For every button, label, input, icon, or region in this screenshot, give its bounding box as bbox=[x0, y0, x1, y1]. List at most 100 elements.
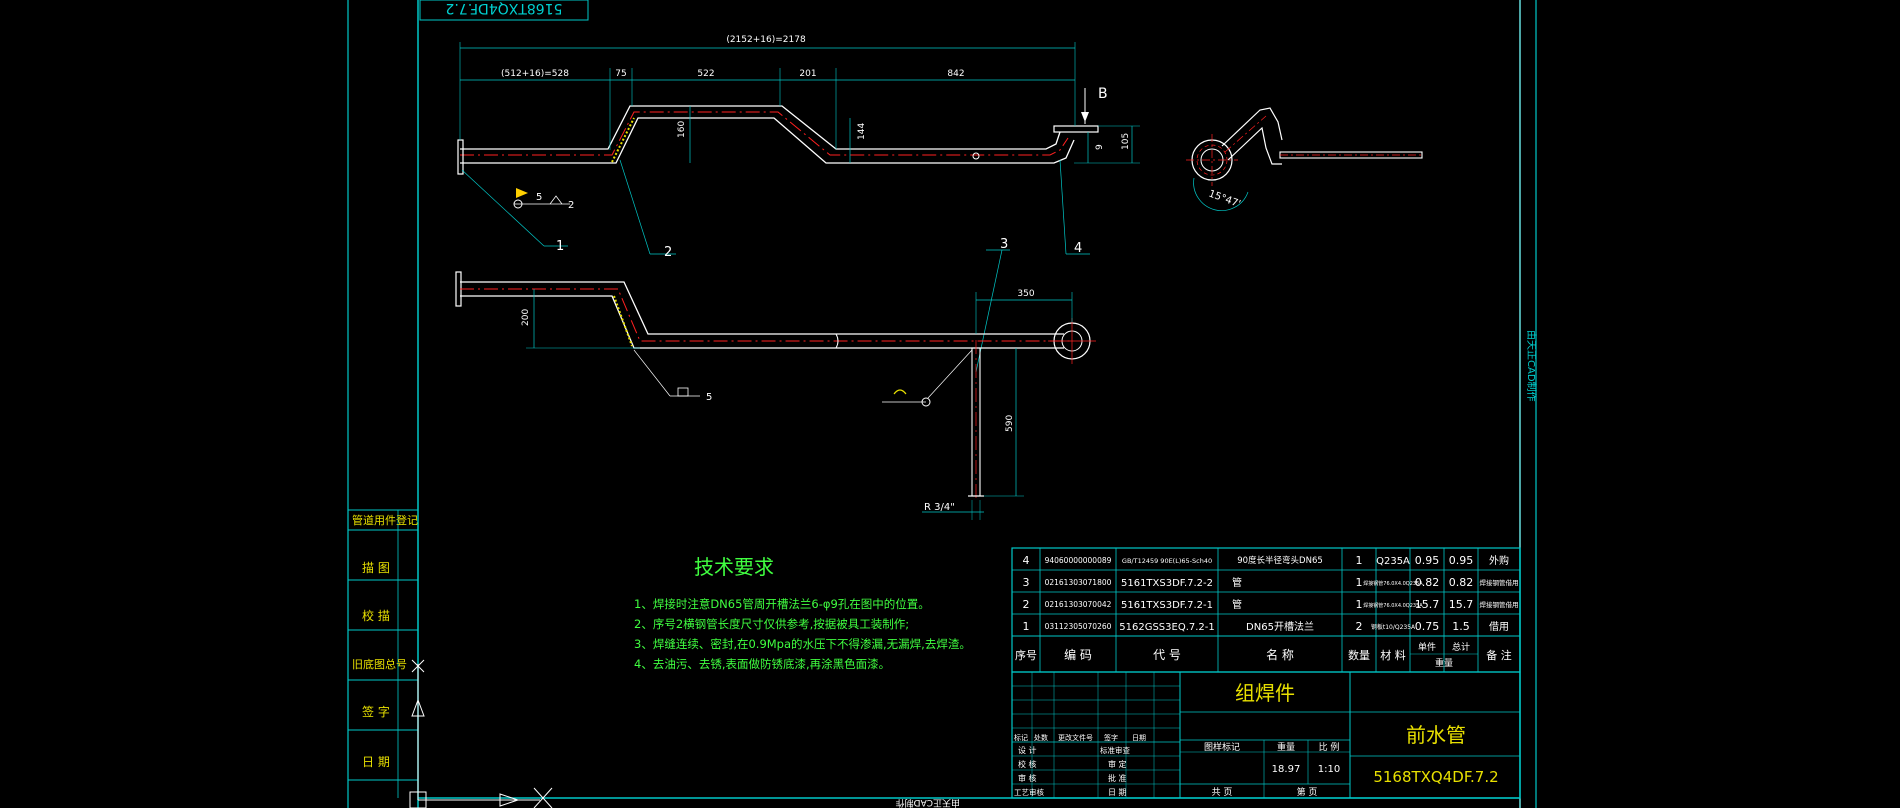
bom-row3-mat: 焊接钢管76.0X4.0Q235A bbox=[1363, 580, 1423, 587]
bom-row2-no: 2 bbox=[1023, 598, 1030, 611]
weld-size-top: 5 bbox=[536, 192, 542, 203]
tech-requirements: 技术要求 1、焊接时注意DN65管周开槽法兰6-φ9孔在图中的位置。 2、序号2… bbox=[634, 555, 971, 671]
scale-value: 1:10 bbox=[1318, 764, 1340, 775]
sign-label-0: 标记 bbox=[1014, 733, 1028, 742]
dim-a: (512+16)=528 bbox=[501, 69, 569, 79]
tech-line-2: 2、序号2横钢管长度尺寸仅供参考,按据被具工装制作; bbox=[634, 617, 909, 631]
assembly-name: 组焊件 bbox=[1235, 681, 1295, 705]
bom-row4-code: 94060000000089 bbox=[1045, 556, 1112, 565]
bom-row1-qty: 2 bbox=[1356, 620, 1363, 633]
ucs-icon bbox=[409, 659, 553, 808]
sheets-total: 共 页 bbox=[1212, 787, 1233, 798]
sign-label-2: 更改文件号 bbox=[1058, 733, 1093, 742]
bom-row2-std: 5161TXS3DF.7.2-1 bbox=[1121, 600, 1213, 611]
left-label-0: 管道用件登记 bbox=[352, 513, 418, 527]
bom-row4-qty: 1 bbox=[1356, 554, 1363, 567]
bom-h-total: 总计 bbox=[1452, 641, 1470, 653]
tech-heading: 技术要求 bbox=[694, 555, 774, 579]
bom-row3-qty: 1 bbox=[1356, 576, 1363, 589]
bom-row4-total: 0.95 bbox=[1449, 554, 1474, 567]
part-name: 前水管 bbox=[1406, 723, 1466, 747]
bom-row2-total: 15.7 bbox=[1449, 598, 1474, 611]
title-tag-text: 5168TXQ4DF.7.2 bbox=[446, 0, 563, 16]
bom-row3-std: 5161TXS3DF.7.2-2 bbox=[1121, 578, 1213, 589]
bom-row1-unit: 0.75 bbox=[1415, 620, 1440, 633]
stage-mark-label: 图样标记 bbox=[1204, 741, 1240, 753]
left-column: 管道用件登记 描 图 校 描 旧底图总号 签 字 日 期 bbox=[348, 509, 553, 808]
bom-row1-std: 5162GSS3EQ.7.2-1 bbox=[1119, 622, 1215, 633]
bom-row3-unit: 0.82 bbox=[1415, 576, 1440, 589]
left-label-4: 签 字 bbox=[362, 704, 390, 719]
bom-row1-note: 借用 bbox=[1489, 621, 1509, 633]
tech-line-3: 3、焊缝连续、密封,在0.9Mpa的水压下不得渗漏,无漏焊,去焊渣。 bbox=[634, 637, 971, 651]
thread-label: R 3/4" bbox=[924, 502, 955, 513]
bom-row4-std: GB/T12459 90E(L)65-Sch40 bbox=[1122, 557, 1212, 565]
dim-350: 350 bbox=[1017, 289, 1034, 299]
bom-h-weight: 重量 bbox=[1435, 657, 1453, 669]
weight-value: 18.97 bbox=[1272, 764, 1301, 775]
role2-0: 标准审查 bbox=[1100, 745, 1130, 755]
bom-row2-note: 焊接钢管借用 bbox=[1480, 600, 1519, 609]
dim-200: 200 bbox=[521, 309, 531, 326]
bom-row2-name: 管 bbox=[1232, 598, 1242, 611]
dim-b: 75 bbox=[615, 69, 626, 79]
callout-3: 3 bbox=[1000, 237, 1008, 252]
title-tag-box: 5168TXQ4DF.7.2 bbox=[419, 0, 589, 21]
left-label-1: 描 图 bbox=[362, 561, 390, 575]
weld-symbol-right-icon bbox=[882, 349, 973, 407]
bom-row4-note: 外购 bbox=[1489, 554, 1509, 567]
bom-row3-code: 02161303071800 bbox=[1045, 578, 1112, 587]
bom-row4-no: 4 bbox=[1023, 554, 1030, 567]
dim-e: 842 bbox=[947, 69, 964, 79]
bom-h-note: 备 注 bbox=[1486, 648, 1512, 662]
dim-rise2: 144 bbox=[857, 123, 867, 140]
title-block: 标记 处数 更改文件号 签字 日期 设 计 校 核 审 核 工艺审核 标准审查 … bbox=[1011, 671, 1521, 799]
bom-h-code: 编 码 bbox=[1064, 647, 1092, 662]
role2-1: 审 定 bbox=[1108, 759, 1127, 769]
side-note: 由天正CAD制作 bbox=[1525, 330, 1538, 402]
angle-label: 15°47' bbox=[1207, 188, 1242, 210]
front-view: (2152+16)=2178 (512+16)=528 75 5 2 2 201 8… bbox=[457, 35, 1140, 373]
bom-row1-no: 1 bbox=[1023, 620, 1030, 633]
role-3: 工艺审核 bbox=[1014, 787, 1044, 797]
role-0: 设 计 bbox=[1018, 745, 1037, 755]
dim-small: 9 bbox=[1095, 144, 1105, 150]
bom-row4-mat: Q235A bbox=[1376, 556, 1410, 567]
bom-row4-name: 90度长半径弯头DN65 bbox=[1237, 555, 1323, 566]
dim-overall: (2152+16)=2178 bbox=[726, 35, 806, 45]
role2-3: 日 期 bbox=[1108, 788, 1127, 797]
bottom-note: 由天正CAD制作 bbox=[896, 797, 960, 808]
bom-row4-unit: 0.95 bbox=[1415, 554, 1440, 567]
scale-label: 比 例 bbox=[1319, 741, 1340, 753]
callout-4: 4 bbox=[1074, 241, 1082, 256]
tech-line-1: 1、焊接时注意DN65管周开槽法兰6-φ9孔在图中的位置。 bbox=[634, 597, 930, 611]
dim-rise1: 160 bbox=[677, 121, 687, 138]
sign-label-3: 签字 bbox=[1104, 733, 1118, 742]
bom-h-mat: 材 料 bbox=[1380, 648, 1406, 662]
weld-size-plan: 5 bbox=[706, 392, 712, 403]
weld-symbol-left-icon bbox=[633, 349, 700, 397]
tech-line-4: 4、去油污、去锈,表面做防锈底漆,再涂黑色面漆。 bbox=[634, 657, 890, 671]
bom-row2-mat: 焊接钢管76.0X4.0Q235A bbox=[1363, 602, 1423, 609]
left-label-2: 校 描 bbox=[362, 608, 390, 623]
bom-h-qty: 数量 bbox=[1348, 649, 1370, 662]
sign-label-4: 日期 bbox=[1132, 734, 1146, 742]
left-label-3: 旧底图总号 bbox=[352, 657, 407, 671]
dim-right: 105 bbox=[1121, 133, 1131, 150]
bom-row2-code: 02161303070042 bbox=[1045, 600, 1112, 609]
role-2: 审 核 bbox=[1018, 773, 1037, 783]
bom-row1-name: DN65开槽法兰 bbox=[1246, 620, 1314, 633]
bom-h-name: 名 称 bbox=[1266, 647, 1294, 662]
bom-row3-note: 焊接钢管借用 bbox=[1480, 578, 1519, 587]
bom-h-unit: 单件 bbox=[1418, 641, 1436, 653]
drawing-number: 5168TXQ4DF.7.2 bbox=[1373, 768, 1498, 786]
callout-1: 1 bbox=[556, 239, 564, 254]
dim-d: 201 bbox=[799, 69, 816, 79]
weld-size-side: 2 bbox=[568, 200, 574, 211]
plan-view: 350 200 590 R 3/4" 5 bbox=[455, 271, 1096, 520]
bom-row1-mat: 钢板t10/Q235A bbox=[1371, 623, 1416, 631]
bom-row3-total: 0.82 bbox=[1449, 576, 1474, 589]
sheet-no: 第 页 bbox=[1297, 786, 1318, 798]
callout-2: 2 bbox=[664, 245, 672, 260]
